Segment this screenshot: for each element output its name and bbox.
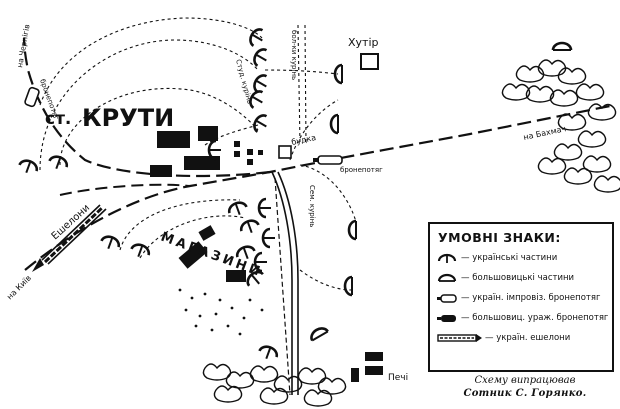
railway-chernihiv	[22, 37, 271, 178]
railway-main	[24, 104, 611, 271]
forest-bottom	[202, 363, 347, 407]
legend-item-label: — большовицькі частини	[461, 273, 575, 283]
khutir-square	[360, 53, 379, 70]
legend-item-label: — україн. імпровіз. бронепотяг	[461, 293, 601, 303]
legend-title: УМОВНІ ЗНАКИ:	[438, 230, 561, 245]
scatter-marks	[178, 288, 264, 336]
railway-loop	[59, 183, 191, 196]
ukr-armored-train-icon	[437, 294, 457, 303]
road-south-2	[277, 171, 299, 395]
magazine-buildings	[178, 225, 246, 282]
legend-item: — большовиц. ураж. бронепотяг	[436, 310, 612, 326]
legend-item: — большовицькі частини	[436, 270, 612, 286]
bolsh-unit-icon	[437, 273, 457, 282]
legend-item-label: — большовиц. ураж. бронепотяг	[461, 313, 609, 323]
student-kurin-label: Студ. курінь	[234, 58, 254, 104]
road-south	[271, 171, 293, 395]
semen-kurin-label: Сем. курінь	[308, 185, 316, 227]
to-chernihiv-label: на Чернігів	[15, 24, 31, 69]
magazyny-label: МАГАЗИНИ	[159, 230, 265, 281]
author-line-2: Сотник С. Горянко.	[463, 388, 587, 399]
khutir-label: Хутір	[348, 36, 379, 49]
legend-box: УМОВНІ ЗНАКИ: — українські частини — бол…	[428, 222, 614, 372]
station-name: КРУТИ	[82, 104, 174, 132]
legend-item-label: — україн. ешелони	[485, 333, 571, 343]
ukr-unit-icon	[437, 253, 457, 263]
pechi-buildings	[351, 352, 383, 382]
booth	[278, 145, 292, 159]
armored-train-ukr	[313, 155, 343, 165]
bolsh-armored-train-icon	[437, 315, 456, 322]
legend-item: — україн. імпровіз. бронепотяг	[436, 290, 612, 306]
station-buildings	[150, 126, 263, 177]
author-credit: Схему випрацював Сотник С. Горянко.	[432, 374, 618, 400]
author-line-1: Схему випрацював	[474, 375, 576, 386]
bronepotiah-right-label: бронепотяг	[340, 166, 383, 174]
station-prefix: ст.	[45, 109, 71, 129]
legend-item: — україн. ешелони	[436, 330, 612, 346]
budka-label: будка	[291, 133, 317, 147]
armored-train-left	[24, 86, 40, 108]
to-kiev-label: на Київ	[5, 273, 33, 301]
legend-item: — українські частини	[436, 250, 612, 266]
to-bakhmach-label: на Бахмач	[523, 124, 567, 142]
movement-lines	[39, 17, 357, 291]
pechi-label: Печі	[388, 373, 408, 383]
ukr-echelon-icon	[437, 334, 482, 342]
echelons-tracks	[32, 204, 107, 272]
bolsh-kurin-label: бол-ки курінь	[290, 30, 298, 80]
legend-item-label: — українські частини	[461, 253, 558, 263]
